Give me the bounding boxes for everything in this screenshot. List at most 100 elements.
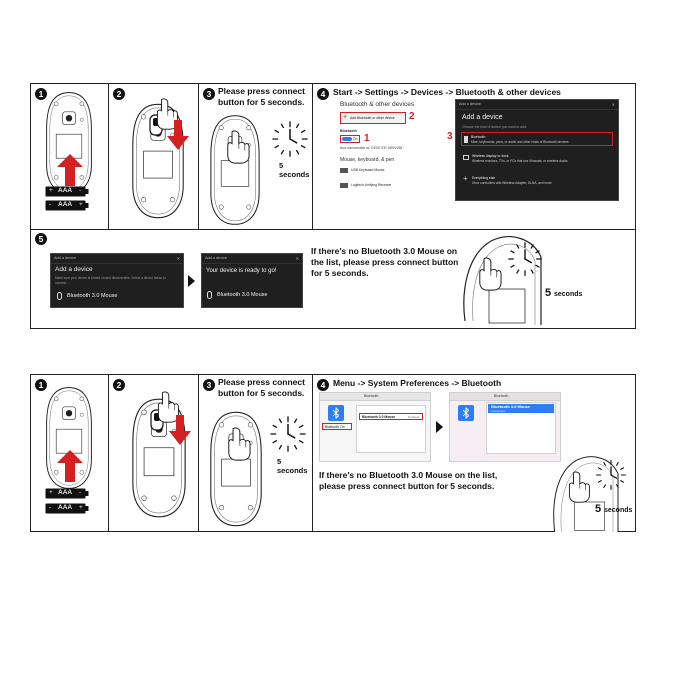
mouse-device-icon [57,292,62,300]
toggle-knob [342,137,352,141]
device-name: Bluetooth 3.0 Mouse [362,415,395,419]
bluetooth-toggle[interactable]: On [340,135,360,143]
scan-device-dialog: Add a device ✕ Add a device Make sure yo… [50,253,184,308]
step-number-badge: 3 [203,88,215,100]
bluetooth-status-box: Bluetooth: On [322,423,352,430]
close-icon[interactable]: ✕ [612,100,615,109]
device-list: Bluetooth 3.0 Mouse Connect [356,405,426,453]
windows-step-2-cell: 2 [109,84,199,229]
seconds-label: 5 seconds [277,457,312,475]
option-desc: Xbox controllers with Wireless Adapter, … [472,181,552,185]
step-5-caption: If there’s no Bluetooth 3.0 Mouse on the… [311,246,461,279]
display-option[interactable]: Wireless display or dock Wireless monito… [461,152,613,166]
device-name: Bluetooth 3.0 Mouse [217,292,267,298]
slide-arrow-icon [169,415,191,445]
add-device-row[interactable]: + Add Bluetooth or other device [340,112,406,124]
device-group-heading: Mouse, keyboard, & pen [340,157,394,163]
next-arrow-icon [436,421,443,433]
battery-minus: - [79,187,81,194]
hand-pressing-icon [477,257,503,291]
bluetooth-option[interactable]: Bluetooth Mice, keyboards, pens, or audi… [461,132,613,146]
mac-instructions-panel: 1 AAA + - AAA - + 2 3 Please press conne… [30,374,636,532]
mac-step-4-cell: 4 Menu -> System Preferences -> Bluetoot… [313,375,637,531]
device-list: Bluetooth 3.0 Mouse Connected [486,402,556,454]
battery-label: AAA [58,201,72,208]
step-4-caption: Start -> Settings -> Devices -> Bluetoot… [333,87,633,98]
close-icon[interactable]: ✕ [296,254,299,263]
option-desc: Mice, keyboards, pens, or audio and othe… [471,140,568,144]
option-title: Wireless display or dock [472,154,509,158]
clock-icon [269,415,307,453]
device-item: USB Keyboard Mouse [351,168,385,172]
clock-icon [595,459,627,491]
mac-window-title: Bluetooth [364,394,378,398]
hand-pressing-icon [567,471,591,503]
seconds-word: seconds [554,291,582,298]
device-row-selected[interactable]: Bluetooth 3.0 Mouse Connected [488,404,554,413]
device-status: Connected [491,409,505,413]
dialog-heading: Add a device [462,114,502,121]
insert-arrow-icon [57,449,83,483]
toggle-label: On [353,137,358,141]
windows-step-5-row: 5 Add a device ✕ Add a device Make sure … [31,229,635,329]
windows-step-3-cell: 3 Please press connect button for 5 seco… [199,84,313,229]
battery-plus: + [79,201,83,208]
mac-step-3-cell: 3 Please press connect button for 5 seco… [199,375,313,531]
add-device-label: Add Bluetooth or other device [350,116,395,120]
dialog-subtitle: Choose the kind of device you want to ad… [462,125,527,129]
next-arrow-icon [188,275,195,287]
device-row[interactable]: Bluetooth 3.0 Mouse Connect [359,413,423,420]
plus-icon: + [463,174,468,183]
dialog-titlebar: Add a device [202,254,302,264]
bluetooth-option-icon [464,136,468,143]
step-number-badge: 4 [317,88,329,100]
bluetooth-icon [328,405,344,421]
hand-pressing-icon [225,130,251,164]
battery-plus: + [49,489,53,496]
windows-step-4-cell: 4 Start -> Settings -> Devices -> Blueto… [313,84,637,229]
connect-button[interactable]: Connect [408,415,419,419]
dialog-heading: Your device is ready to go! [206,268,277,274]
device-name[interactable]: Bluetooth 3.0 Mouse [67,293,117,299]
discoverable-text: Now discoverable as "DESKTOP-SW9VZ66" [340,146,403,150]
battery-minus: - [49,504,51,511]
battery-label: AAA [58,187,72,194]
step-number-badge: 5 [35,233,47,245]
mac-step-2-cell: 2 [109,375,199,531]
mac-titlebar: Bluetooth [320,393,430,401]
add-device-dialog: Add a device ✕ Add a device Choose the k… [455,99,619,201]
mouse-device-icon [207,291,212,299]
dialog-subtitle: Make sure your device is turned on and d… [55,276,177,285]
battery-minus: - [49,201,51,208]
battery-label: AAA [58,504,72,511]
battery-label: AAA [58,489,72,496]
battery-minus: - [79,489,81,496]
step-3-caption: Please press connect button for 5 second… [218,86,310,108]
clock-icon [271,120,309,158]
mac-bluetooth-window: Bluetooth Bluetooth: On Bluetooth 3.0 Mo… [319,392,431,462]
windows-instructions-panel: 1 AAA + - AAA - + 2 3 Please press conne… [30,83,636,329]
marker-2: 2 [409,111,415,122]
mac-step-1-cell: 1 AAA + - AAA - + [31,375,109,531]
step-number-badge: 2 [113,88,125,100]
step-4-caption: Menu -> System Preferences -> Bluetooth [333,378,633,389]
keyboard-icon [340,168,348,173]
option-title: Everything else [472,176,495,180]
battery-plus: + [49,187,53,194]
close-icon[interactable]: ✕ [177,254,180,263]
step-4-note: If there’s no Bluetooth 3.0 Mouse on the… [319,470,515,492]
hand-pressing-icon [226,427,252,461]
seconds-word: seconds [604,507,632,514]
option-title: Bluetooth [471,135,485,139]
windows-step-1-cell: 1 AAA + - AAA - + [31,84,109,229]
seconds-label: 5 seconds [279,161,312,179]
step-number-badge: 4 [317,379,329,391]
bluetooth-settings-window: Bluetooth & other devices + Add Bluetoot… [337,99,447,225]
step-number-badge: 3 [203,379,215,391]
dialog-heading: Add a device [55,266,93,273]
mac-titlebar: Bluetooth [450,393,560,401]
everything-else-option[interactable]: + Everything else Xbox controllers with … [461,174,613,188]
bluetooth-status: Bluetooth: On [325,425,345,429]
marker-1: 1 [364,133,370,144]
device-item: Logitech Unifying Receiver [351,183,391,187]
